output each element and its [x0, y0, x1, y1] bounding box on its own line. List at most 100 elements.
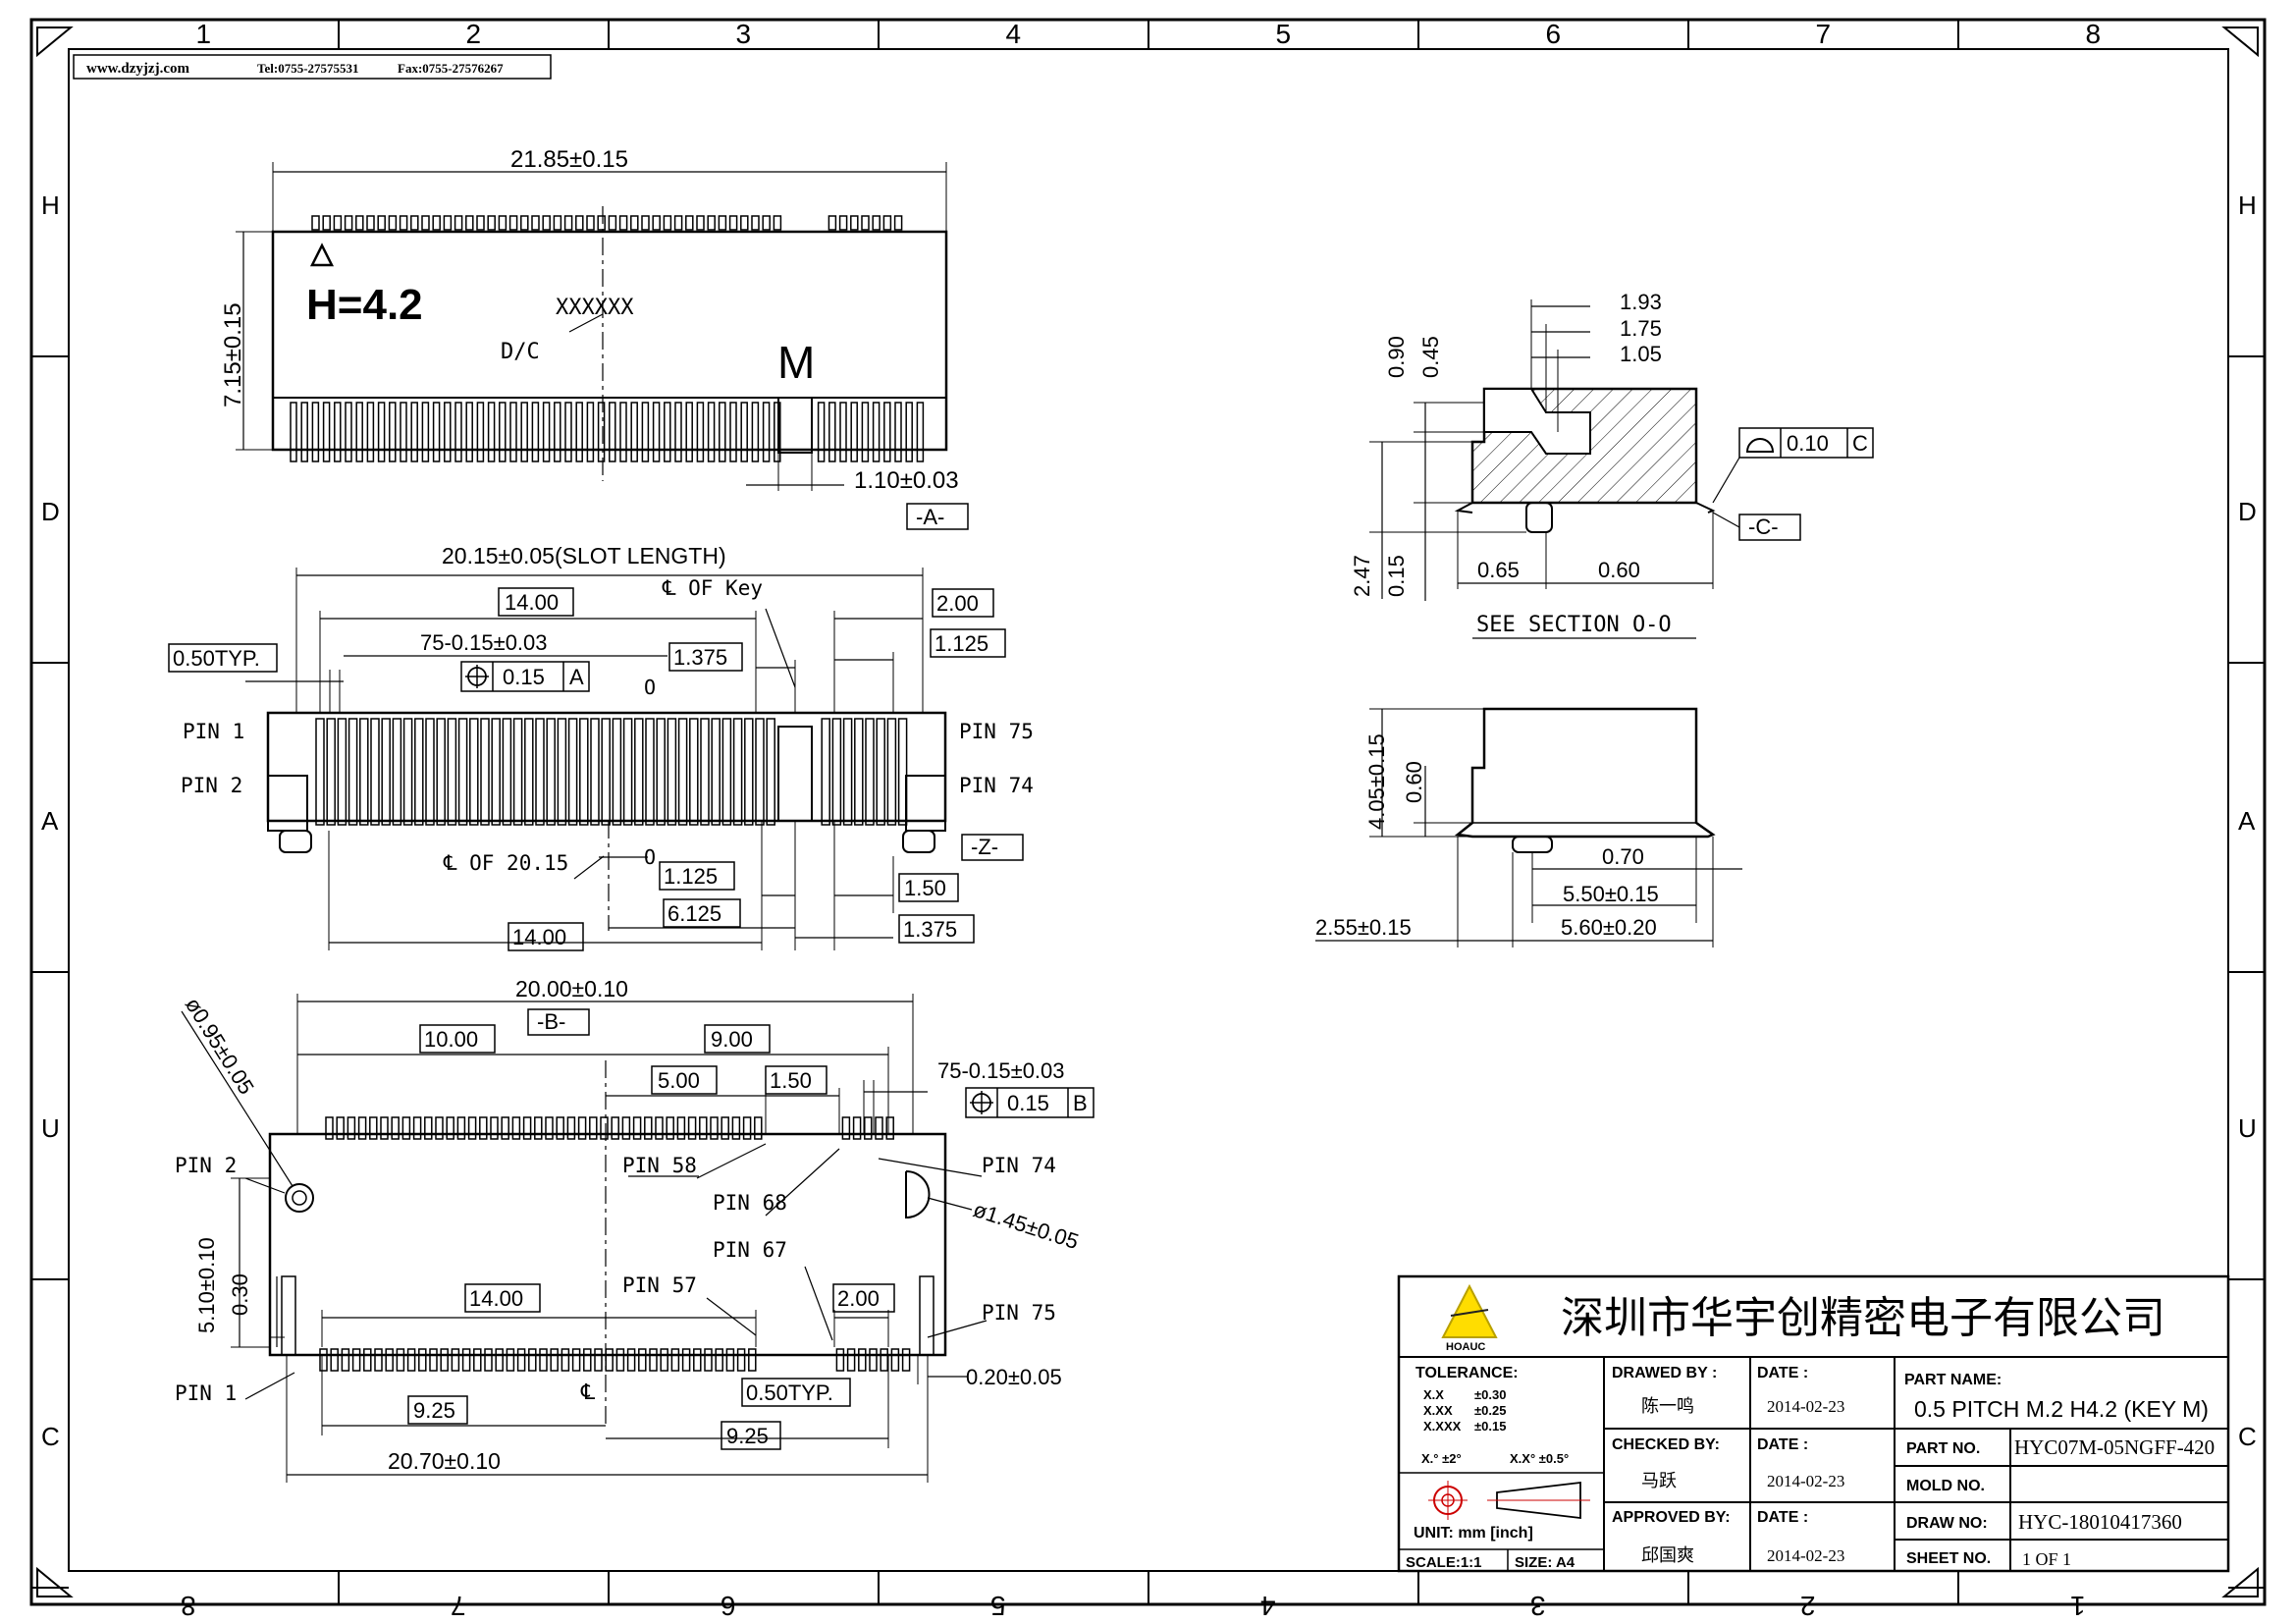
contact-pin [685, 402, 693, 462]
grid-col-top-8: 8 [2086, 19, 2102, 49]
solder-pin [424, 1116, 433, 1140]
solder-pin [869, 1348, 878, 1372]
solder-pin [456, 1116, 466, 1140]
pin2-bottom: PIN 2 [175, 1154, 237, 1177]
contact-pin [728, 215, 738, 231]
side-dim-550: 5.50±0.15 [1563, 882, 1659, 906]
dim-150-box [898, 873, 959, 902]
pin75-front: PIN 75 [959, 720, 1034, 743]
pin1-triangle [309, 243, 335, 267]
solder-pin [615, 1348, 625, 1372]
contact-pin [612, 718, 622, 826]
contact-pin [608, 215, 617, 231]
draw-no-label: DRAW NO: [1906, 1515, 1988, 1532]
contact-pin [630, 402, 638, 462]
contact-pin [315, 718, 325, 826]
solder-pin [451, 1348, 460, 1372]
pin74-bottom: PIN 74 [982, 1154, 1056, 1177]
contact-pin [498, 215, 507, 231]
solder-pin [534, 1116, 543, 1140]
contact-pin [502, 718, 512, 826]
pin-count-dim: 75-0.15±0.03 [420, 630, 548, 655]
contact-pin [601, 718, 611, 826]
contact-pin [465, 402, 473, 462]
contact-pin [443, 215, 453, 231]
solder-pin [511, 1116, 521, 1140]
contact-pin [700, 718, 710, 826]
dim-150-bottom-box [765, 1065, 828, 1095]
contact-pin [872, 402, 881, 462]
contact-pin [447, 718, 457, 826]
pin75-bottom: PIN 75 [982, 1301, 1056, 1325]
dim-2-00: 2.00 [936, 591, 979, 616]
solder-pin [885, 1116, 894, 1140]
solder-pin [429, 1348, 438, 1372]
dim-150: 1.50 [904, 876, 946, 900]
contact-pin [436, 718, 446, 826]
contact-pin [344, 215, 353, 231]
contact-pin [476, 215, 485, 231]
solder-pin [638, 1348, 647, 1372]
solder-pin [835, 1348, 845, 1372]
solder-pin [401, 1116, 411, 1140]
solder-pin [600, 1116, 609, 1140]
solder-pin [566, 1116, 576, 1140]
contact-pin [311, 215, 320, 231]
grid-row-left-A: A [41, 806, 59, 836]
solder-pin [666, 1116, 674, 1140]
part-name: 0.5 PITCH M.2 H4.2 (KEY M) [1914, 1396, 2209, 1422]
contact-pin [696, 402, 705, 462]
top-view-key-slot [777, 397, 813, 454]
position-datum-b: B [1073, 1091, 1088, 1115]
grid-row-left-U: U [41, 1113, 60, 1143]
contact-pin [850, 402, 858, 462]
pin67-bottom: PIN 67 [713, 1238, 787, 1262]
contact-pin [546, 718, 556, 826]
contact-pin [377, 215, 386, 231]
date-1: 2014-02-23 [1767, 1397, 1844, 1416]
solder-pin [660, 1348, 668, 1372]
front-view [168, 568, 1024, 951]
side-dim-560: 5.60±0.20 [1561, 915, 1657, 940]
section-dim-175: 1.75 [1620, 316, 1662, 341]
dim-510: 5.10±0.10 [194, 1237, 219, 1333]
dim-1375-top: 1.375 [673, 645, 727, 670]
contact-pin [491, 718, 501, 826]
solder-pin [556, 1116, 564, 1140]
solder-pin [725, 1348, 735, 1372]
contact-pin [377, 402, 386, 462]
contact-pin [597, 402, 606, 462]
contact-pin [480, 718, 490, 826]
contact-pin [916, 402, 925, 462]
contact-pin [773, 215, 782, 231]
contact-pin [817, 402, 826, 462]
pin-count-dim-bottom: 75-0.15±0.03 [937, 1058, 1065, 1083]
grid-row-left-C: C [41, 1422, 60, 1451]
fax-text: Fax:0755-27576267 [398, 61, 504, 76]
contact-pin [564, 402, 572, 462]
contact-pin [457, 718, 468, 826]
contact-pin [719, 402, 726, 462]
contact-pin [410, 402, 418, 462]
dim-1125-bottom-box [659, 861, 735, 891]
dim-1125-top: 1.125 [934, 631, 988, 656]
contact-pin [721, 718, 732, 826]
contact-pin [421, 402, 430, 462]
header-info-box [73, 54, 552, 80]
contact-pin [905, 402, 913, 462]
contact-pin [345, 402, 352, 462]
solder-pin [325, 1116, 334, 1140]
contact-pin [454, 215, 463, 231]
solder-pin [754, 1116, 763, 1140]
solder-pin [644, 1116, 653, 1140]
bottom-view [181, 994, 1095, 1483]
solder-pin [858, 1348, 867, 1372]
contact-pin [630, 215, 639, 231]
solder-pin [621, 1116, 631, 1140]
contact-pin [337, 718, 347, 826]
contact-pin [512, 718, 523, 826]
datum-b: -B- [537, 1009, 565, 1034]
checked-by: 马跃 [1641, 1471, 1677, 1490]
dim-2-box [932, 588, 994, 618]
solder-pin [319, 1348, 328, 1372]
